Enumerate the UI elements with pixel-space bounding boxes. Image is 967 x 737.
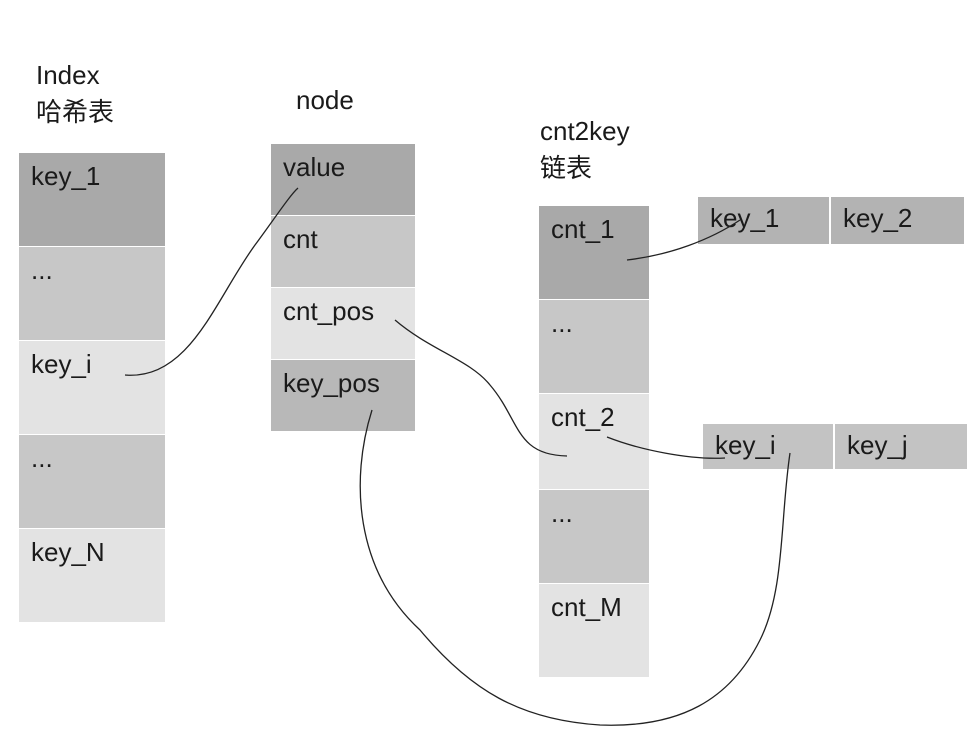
node-cell-label: key_pos [283, 368, 380, 398]
node-cell-label: value [283, 152, 346, 182]
index-cell: key_i [19, 341, 165, 435]
key-list-cnt1: key_1 key_2 [698, 197, 964, 244]
cnt2key-cell: cnt_1 [539, 206, 649, 300]
index-cell-label: key_i [31, 349, 92, 379]
cnt2key-cell-label: cnt_1 [551, 214, 615, 244]
node-title: node [296, 85, 354, 115]
index-cell: ... [19, 247, 165, 341]
cnt2key-title: cnt2key [540, 116, 630, 146]
key-list-cell-label: key_i [715, 430, 776, 460]
index-hash-table: key_1 ... key_i ... key_N [19, 153, 165, 623]
cnt2key-cell-label: ... [551, 498, 573, 528]
cnt2key-cell: cnt_2 [539, 394, 649, 490]
key-list-cell-label: key_2 [843, 203, 913, 233]
node-cell-label: cnt [283, 224, 318, 254]
index-cell: key_N [19, 529, 165, 623]
cnt2key-cell-label: cnt_M [551, 592, 622, 622]
index-cell: key_1 [19, 153, 165, 247]
node-cell: value [271, 144, 415, 216]
key-list-cell: key_2 [831, 197, 964, 244]
cnt2key-cell: cnt_M [539, 584, 649, 678]
cnt2key-cell-label: cnt_2 [551, 402, 615, 432]
cnt2key-subtitle: 链表 [540, 153, 593, 183]
cnt2key-cell-label: ... [551, 308, 573, 338]
node-cell: cnt_pos [271, 288, 415, 360]
link-cnt_2-to-key_i [606, 436, 726, 459]
index-title: Index [36, 60, 100, 90]
link-cnt_1-to-key_1 [626, 219, 741, 261]
key-list-cell: key_j [835, 424, 967, 469]
node-cell-label: cnt_pos [283, 296, 375, 326]
cnt2key-cell: ... [539, 300, 649, 394]
index-cell-label: key_1 [31, 161, 101, 191]
cnt2key-list: cnt_1 ... cnt_2 ... cnt_M [539, 206, 649, 678]
cnt2key-cell: ... [539, 490, 649, 584]
index-subtitle: 哈希表 [36, 97, 115, 127]
key-list-cell-label: key_j [847, 430, 908, 460]
key-list-cell: key_1 [698, 197, 831, 244]
link-key_i-to-value [124, 187, 299, 376]
index-cell-label: ... [31, 255, 53, 285]
index-cell-label: ... [31, 443, 53, 473]
key-list-cell-label: key_1 [710, 203, 780, 233]
index-cell-label: key_N [31, 537, 105, 567]
link-cnt_pos-to-cnt_2 [394, 319, 568, 457]
key-list-cnt2: key_i key_j [703, 424, 967, 469]
node-struct: value cnt cnt_pos key_pos [271, 144, 415, 432]
index-cell: ... [19, 435, 165, 529]
link-key_pos-to-key_i [359, 409, 791, 726]
key-list-cell: key_i [703, 424, 835, 469]
node-cell: cnt [271, 216, 415, 288]
node-cell: key_pos [271, 360, 415, 432]
